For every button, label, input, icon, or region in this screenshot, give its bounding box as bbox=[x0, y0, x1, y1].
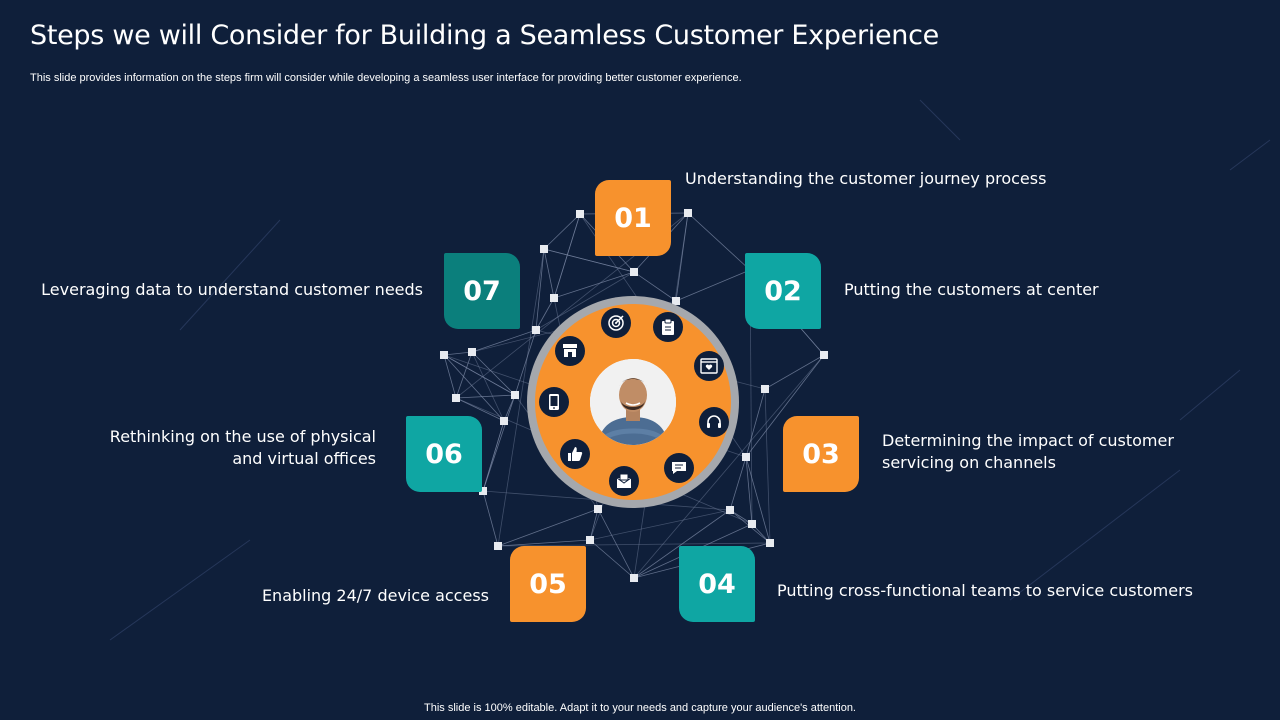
clipboard-icon bbox=[653, 312, 683, 342]
step-box-06: 06 bbox=[406, 416, 482, 492]
step-label-04: Putting cross-functional teams to servic… bbox=[777, 581, 1193, 600]
step-box-01: 01 bbox=[595, 180, 671, 256]
network-node bbox=[820, 351, 828, 359]
network-node bbox=[511, 391, 519, 399]
network-node bbox=[532, 326, 540, 334]
step-label-05: Enabling 24/7 device access bbox=[261, 586, 489, 605]
network-node bbox=[761, 385, 769, 393]
headset-icon bbox=[699, 407, 729, 437]
step-label-03: Determining the impact of customer servi… bbox=[882, 431, 1174, 472]
step-box-03: 03 bbox=[783, 416, 859, 492]
smartphone-icon bbox=[539, 387, 569, 417]
network-node bbox=[540, 245, 548, 253]
network-node bbox=[748, 520, 756, 528]
network-node bbox=[500, 417, 508, 425]
step-box-04: 04 bbox=[679, 546, 755, 622]
network-node bbox=[630, 268, 638, 276]
network-node bbox=[630, 574, 638, 582]
page-title: Steps we will Consider for Building a Se… bbox=[30, 20, 939, 51]
network-node bbox=[576, 210, 584, 218]
network-node bbox=[672, 297, 680, 305]
chat-icon bbox=[664, 453, 694, 483]
step-label-01: Understanding the customer journey proce… bbox=[685, 169, 1047, 188]
footer-note: This slide is 100% editable. Adapt it to… bbox=[424, 702, 856, 714]
target-icon bbox=[601, 308, 631, 338]
network-node bbox=[586, 536, 594, 544]
mail-icon bbox=[609, 466, 639, 496]
network-node bbox=[594, 505, 602, 513]
network-node bbox=[726, 506, 734, 514]
network-node bbox=[494, 542, 502, 550]
step-label-06: Rethinking on the use of physical and vi… bbox=[109, 427, 376, 468]
network-node bbox=[452, 394, 460, 402]
step-box-07: 07 bbox=[444, 253, 520, 329]
network-node bbox=[468, 348, 476, 356]
page-subtitle: This slide provides information on the s… bbox=[30, 72, 742, 84]
network-node bbox=[440, 351, 448, 359]
network-node bbox=[479, 487, 487, 495]
thumbs-up-icon bbox=[560, 439, 590, 469]
avatar bbox=[590, 359, 676, 445]
step-label-02: Putting the customers at center bbox=[844, 280, 1099, 299]
network-node bbox=[550, 294, 558, 302]
step-box-02: 02 bbox=[745, 253, 821, 329]
network-node bbox=[684, 209, 692, 217]
network-node bbox=[742, 453, 750, 461]
store-icon bbox=[555, 336, 585, 366]
step-box-05: 05 bbox=[510, 546, 586, 622]
browser-heart-icon bbox=[694, 351, 724, 381]
step-label-07: Leveraging data to understand customer n… bbox=[41, 280, 423, 299]
network-node bbox=[766, 539, 774, 547]
